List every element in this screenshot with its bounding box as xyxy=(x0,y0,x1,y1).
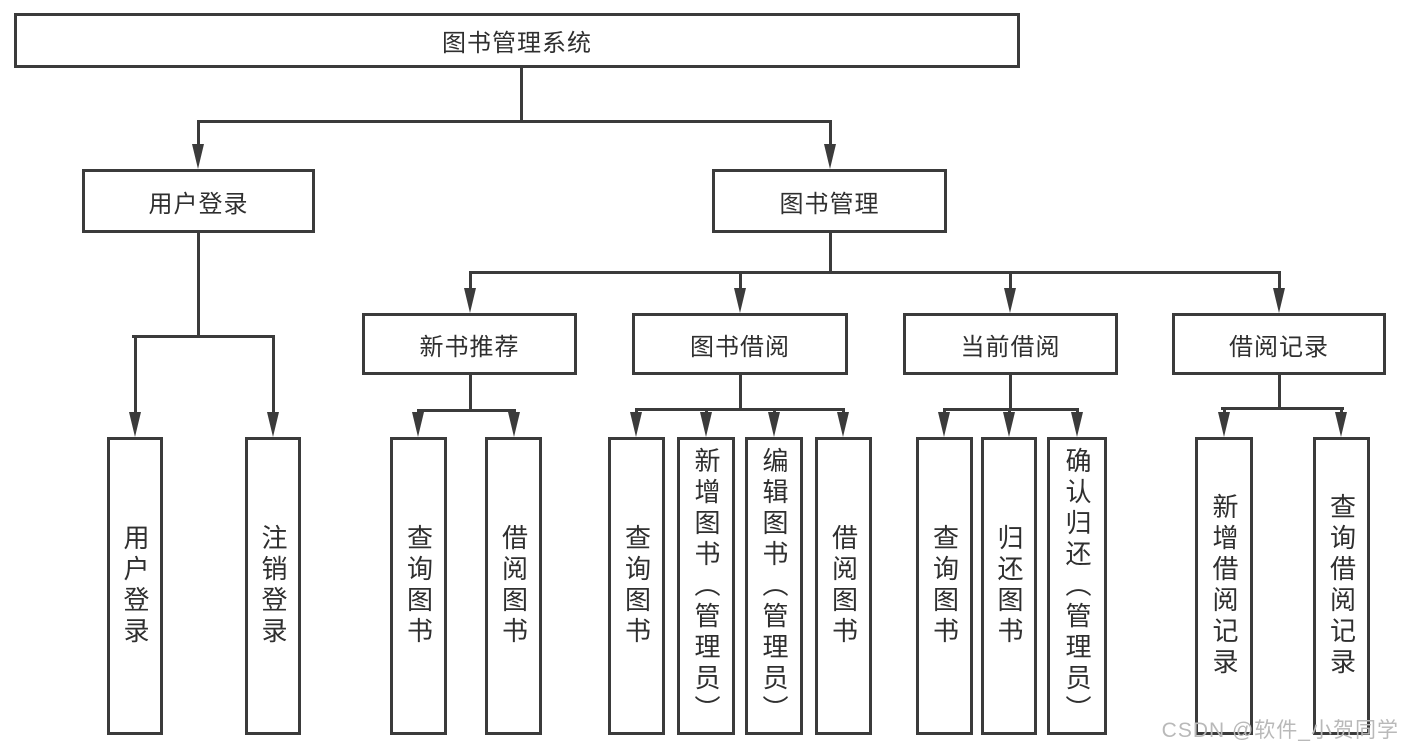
node-book-borrowing: 图书借阅 xyxy=(632,313,848,375)
node-query-borrow-record: 查询借阅记录 xyxy=(1313,437,1370,735)
arrow-down-icon xyxy=(129,412,141,437)
node-user-login: 用户登录 xyxy=(82,169,315,233)
arrow-down-icon xyxy=(1218,412,1230,437)
node-query-books-current: 查询图书 xyxy=(916,437,973,735)
arrow-down-icon xyxy=(192,144,204,169)
connector-line xyxy=(469,271,472,290)
node-borrowing-records: 借阅记录 xyxy=(1172,313,1386,375)
arrow-down-icon xyxy=(508,412,520,437)
node-logout-action: 注销登录 xyxy=(245,437,301,735)
connector-line xyxy=(272,335,275,415)
connector-line xyxy=(842,408,845,415)
connector-line xyxy=(1009,271,1012,290)
connector-line xyxy=(1008,408,1011,415)
arrow-down-icon xyxy=(1335,412,1347,437)
connector-line xyxy=(705,408,708,415)
arrow-down-icon xyxy=(630,412,642,437)
connector-line xyxy=(943,408,946,415)
arrow-down-icon xyxy=(700,412,712,437)
arrow-down-icon xyxy=(1003,412,1015,437)
node-library-management-system: 图书管理系统 xyxy=(14,13,1020,68)
connector-line xyxy=(197,120,200,148)
arrow-down-icon xyxy=(1071,412,1083,437)
connector-line xyxy=(943,408,1078,411)
connector-line xyxy=(1221,407,1344,410)
connector-line xyxy=(1278,375,1281,407)
connector-line xyxy=(469,271,1280,274)
node-query-books-recommend: 查询图书 xyxy=(390,437,447,735)
node-add-borrow-record: 新增借阅记录 xyxy=(1195,437,1253,735)
connector-line xyxy=(1223,407,1226,415)
arrow-down-icon xyxy=(1273,288,1285,313)
connector-line xyxy=(829,233,832,271)
node-user-login-action: 用户登录 xyxy=(107,437,163,735)
node-query-books-borrow: 查询图书 xyxy=(608,437,665,735)
arrow-down-icon xyxy=(267,412,279,437)
arrow-down-icon xyxy=(768,412,780,437)
connector-line xyxy=(417,409,515,412)
arrow-down-icon xyxy=(837,412,849,437)
arrow-down-icon xyxy=(938,412,950,437)
node-edit-book-admin: 编辑图书（管理员） xyxy=(745,437,803,735)
arrow-down-icon xyxy=(1004,288,1016,313)
connector-line xyxy=(1009,375,1012,408)
arrow-down-icon xyxy=(734,288,746,313)
connector-line xyxy=(635,408,844,411)
connector-line xyxy=(635,408,638,415)
connector-line xyxy=(520,68,523,120)
arrow-down-icon xyxy=(464,288,476,313)
node-new-book-recommendation: 新书推荐 xyxy=(362,313,577,375)
node-return-books: 归还图书 xyxy=(981,437,1037,735)
node-current-borrowing: 当前借阅 xyxy=(903,313,1118,375)
connector-line xyxy=(773,408,776,415)
node-borrow-books-recommend: 借阅图书 xyxy=(485,437,542,735)
connector-line xyxy=(197,120,831,123)
connector-line xyxy=(132,335,274,338)
arrow-down-icon xyxy=(824,144,836,169)
connector-line xyxy=(739,271,742,290)
connector-line xyxy=(739,375,742,408)
connector-line xyxy=(829,120,832,148)
watermark: CSDN @软件_小贺同学 xyxy=(1161,719,1399,742)
connector-line xyxy=(1278,271,1281,290)
node-add-book-admin: 新增图书（管理员） xyxy=(677,437,735,735)
arrow-down-icon xyxy=(412,412,424,437)
connector-line xyxy=(469,375,472,409)
connector-line xyxy=(197,233,200,335)
connector-line xyxy=(1340,407,1343,415)
node-book-management: 图书管理 xyxy=(712,169,947,233)
connector-line xyxy=(134,335,137,415)
node-confirm-return-admin: 确认归还（管理员） xyxy=(1047,437,1107,735)
node-borrow-books-borrow: 借阅图书 xyxy=(815,437,872,735)
connector-line xyxy=(1076,408,1079,415)
